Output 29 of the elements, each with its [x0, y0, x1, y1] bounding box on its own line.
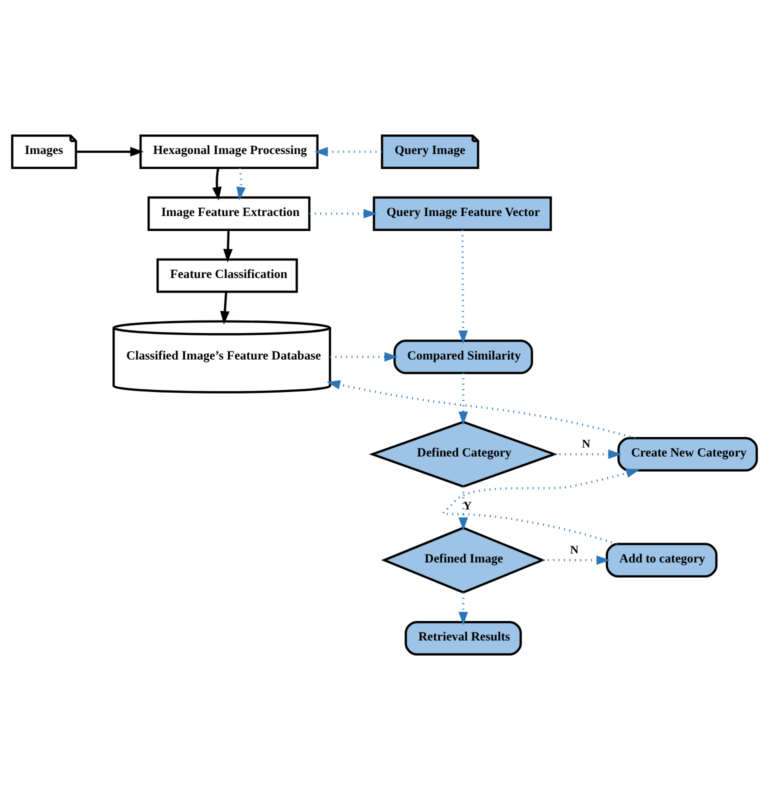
arrow: [458, 592, 468, 625]
node-diamond: Defined Image: [381, 526, 546, 594]
arrow: [76, 146, 144, 156]
arrow: [309, 208, 378, 218]
node-box: Query Image Feature Vector: [372, 196, 552, 230]
edge-label: Y: [463, 498, 472, 512]
node-box: Add to category: [606, 542, 718, 577]
arrow: [554, 449, 622, 458]
arrow: [542, 554, 610, 564]
arrow: [458, 486, 468, 530]
node-box: Create New Category: [617, 436, 758, 472]
arrow: [220, 291, 230, 324]
node-box: Retrieval Results: [404, 620, 522, 656]
node-box: Compared Similarity: [393, 339, 534, 374]
arrow: [458, 372, 468, 425]
arrow: [236, 167, 246, 200]
node-box: Feature Classification: [156, 258, 298, 292]
arrow: [458, 229, 468, 344]
edge-label: N: [570, 542, 579, 556]
node-box: Image Feature Extraction: [148, 196, 310, 230]
edge-label: N: [582, 436, 590, 450]
arrow: [443, 468, 640, 545]
arrow: [326, 380, 636, 439]
arrow: [223, 230, 233, 262]
arrow: [330, 352, 398, 362]
arrow: [314, 146, 382, 156]
node-diamond: Defined Category: [368, 420, 558, 488]
node-box: Hexagonal Image Processing: [139, 134, 319, 169]
arrow: [212, 167, 222, 200]
